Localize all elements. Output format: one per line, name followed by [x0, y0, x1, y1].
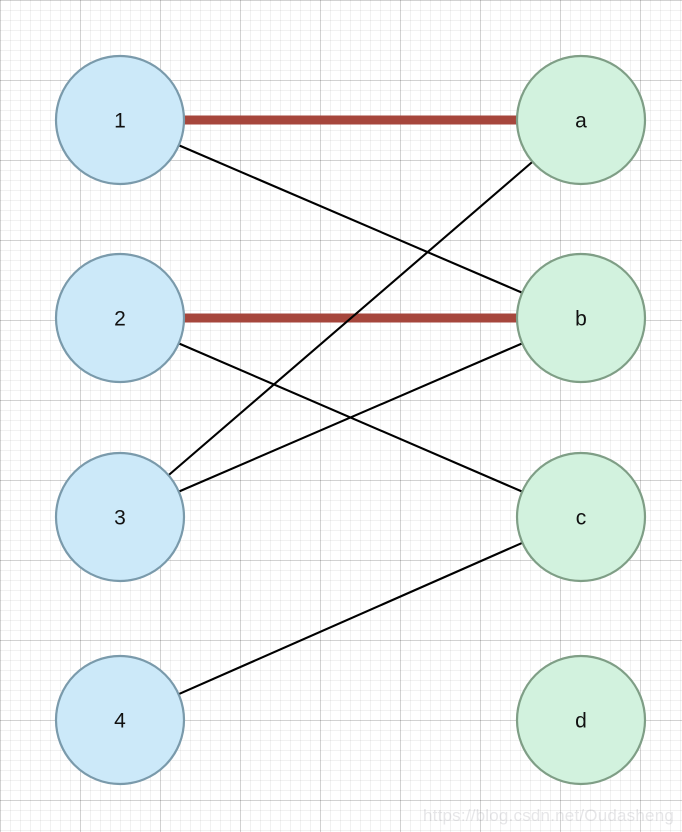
node-d[interactable]: d: [515, 654, 647, 786]
node-label-a: a: [575, 110, 587, 133]
node-circle-b[interactable]: [515, 252, 647, 384]
node-b[interactable]: b: [515, 252, 647, 384]
node-label-4: 4: [114, 710, 126, 733]
node-circle-a[interactable]: [515, 54, 647, 186]
node-1[interactable]: 1: [54, 54, 186, 186]
node-c[interactable]: c: [515, 451, 647, 583]
node-4[interactable]: 4: [54, 654, 186, 786]
node-label-2: 2: [114, 308, 126, 331]
node-circle-4[interactable]: [54, 654, 186, 786]
node-label-1: 1: [114, 110, 126, 133]
node-circle-c[interactable]: [515, 451, 647, 583]
edge-layer: [167, 115, 534, 696]
node-label-3: 3: [114, 507, 126, 530]
node-layer: 1 2 3 4 a b c d: [54, 54, 647, 786]
node-3[interactable]: 3: [54, 451, 186, 583]
edge-1-b[interactable]: [178, 144, 523, 294]
edge-3-b[interactable]: [178, 342, 523, 493]
node-a[interactable]: a: [515, 54, 647, 186]
node-circle-2[interactable]: [54, 252, 186, 384]
node-circle-3[interactable]: [54, 451, 186, 583]
node-circle-1[interactable]: [54, 54, 186, 186]
node-circle-d[interactable]: [515, 654, 647, 786]
node-label-d: d: [575, 710, 587, 733]
node-label-c: c: [576, 507, 587, 530]
node-2[interactable]: 2: [54, 252, 186, 384]
edge-4-c[interactable]: [178, 541, 523, 696]
node-label-b: b: [575, 308, 587, 331]
edge-3-a[interactable]: [167, 160, 534, 477]
